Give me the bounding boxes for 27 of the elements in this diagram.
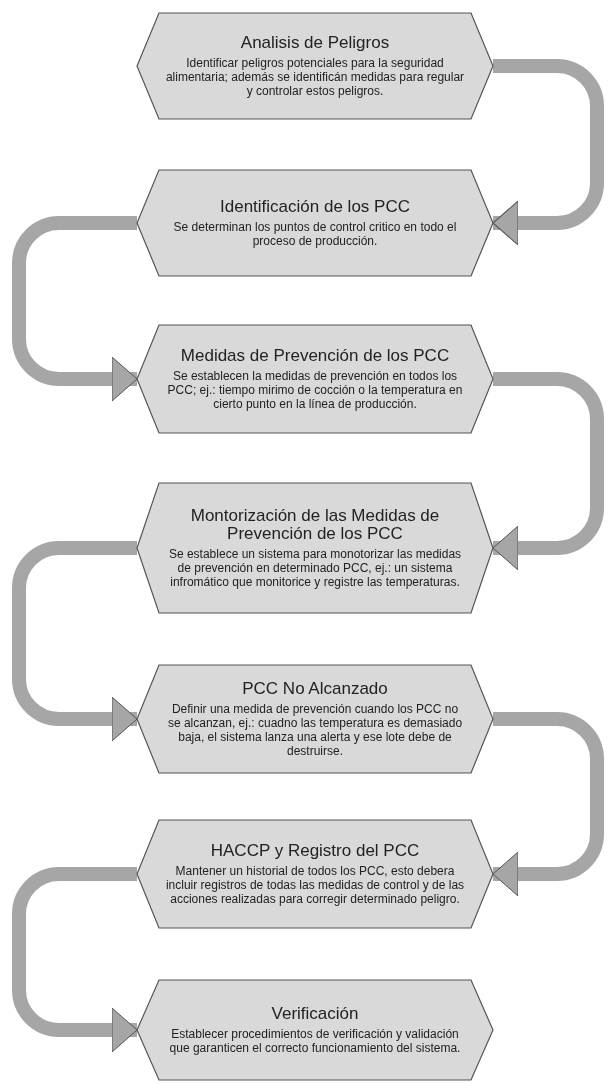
curved-arrow [12, 541, 138, 742]
step-description: Identificar peligros potenciales para la seguridad alimentaria; además se identificán medidas para regular y controlar estos peligros. [165, 56, 465, 98]
step-description: Se establece un sistema para monotorizar las medidas de prevención en determinado PCC, ej.: un sistema infromático que monitorice y registre las temperaturas. [167, 547, 463, 589]
process-hexagon [137, 13, 493, 119]
step-title: Verificación [271, 1005, 359, 1023]
step-title: Montorización de las Medidas de Prevención de los PCC [189, 507, 441, 543]
step-title: HACCP y Registro del PCC [210, 842, 420, 860]
curved-arrow [12, 216, 138, 402]
curved-arrow [492, 59, 604, 246]
curved-arrow [492, 372, 604, 571]
step-description: Se establecen la medidas de prevención en todos los PCC; ej.: tiempo mirimo de cocción o la temperatura en cierto punto en la línea de producción. [166, 369, 464, 411]
process-hexagon [137, 820, 493, 928]
step-description: Mantener un historial de todos los PCC, esto debera incluir registros de todas las medidas de control y de las acciones realizadas para corregir determinado peligro. [165, 864, 465, 906]
step-title: Identificación de los PCC [220, 198, 410, 216]
step-title: Medidas de Prevención de los PCC [180, 347, 450, 365]
step-description: Establecer procedimientos de verificación y validación que garanticen el correcto funcionamiento del sistema. [168, 1027, 462, 1055]
step-description: Definir una medida de prevención cuando los PCC no se alcanzan, ej.: cuadno las temperatura es demasiado baja, el sistema lanza una alerta y ese lote debe de destruirse. [166, 702, 464, 758]
curved-arrow [492, 712, 604, 897]
step-title: Analisis de Peligros [240, 34, 390, 52]
process-hexagon [137, 170, 493, 276]
process-hexagon [137, 980, 493, 1080]
step-title: PCC No Alcanzado [242, 680, 388, 698]
step-description: Se determinan los puntos de control critico en todo el proceso de producción. [172, 220, 458, 248]
process-hexagon [137, 325, 493, 433]
curved-arrow [12, 867, 138, 1053]
process-hexagon [137, 483, 493, 613]
process-hexagon [137, 665, 493, 773]
